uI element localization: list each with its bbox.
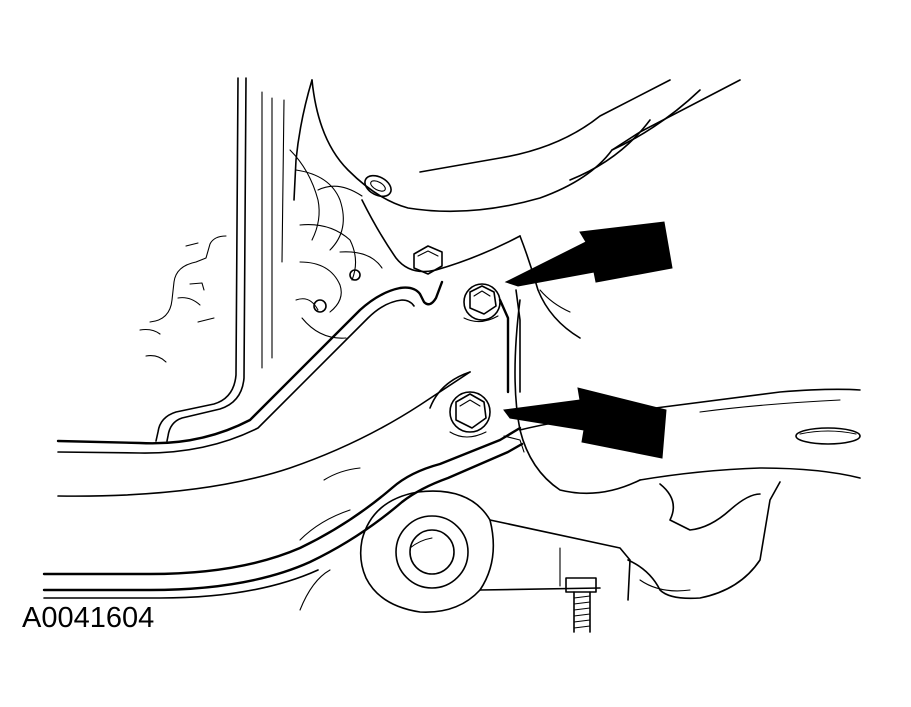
upper-diagonal-line <box>56 280 444 454</box>
figure-id-label: A0041604 <box>22 602 155 634</box>
bushing-mount <box>359 490 631 613</box>
engine-detail <box>289 149 383 339</box>
callout-arrow-upper <box>504 221 673 287</box>
lower-bolt <box>449 391 491 438</box>
arrow-icon <box>504 221 673 287</box>
threaded-stud <box>565 577 597 633</box>
callout-arrow-lower <box>503 387 667 459</box>
left-lower-detail <box>299 467 361 611</box>
housing-flange <box>361 199 581 339</box>
upper-bolt <box>463 283 501 323</box>
vertical-line-pair <box>155 77 285 442</box>
right-lower-bracket <box>627 481 781 600</box>
left-scribble-detail <box>139 235 227 363</box>
arrow-icon <box>503 387 667 459</box>
upper-housing <box>293 79 741 213</box>
crossmember <box>57 299 861 497</box>
lower-diagonal-tube <box>42 426 525 599</box>
vertical-bracket <box>429 289 521 409</box>
